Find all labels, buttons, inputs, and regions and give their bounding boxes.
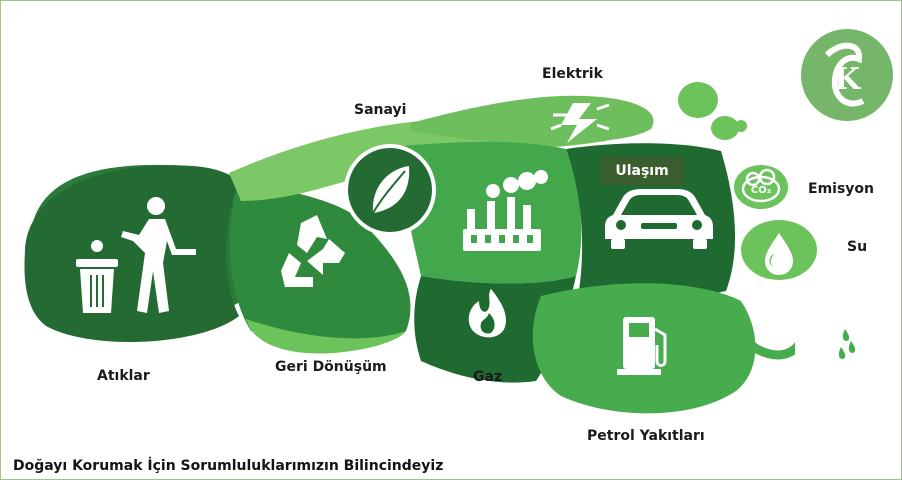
toe-blob-2 (711, 116, 739, 140)
leaf-vein (372, 170, 406, 214)
label-elektrik: Elektrik (542, 66, 603, 82)
person-throwing-icon (121, 197, 196, 313)
co2-text: CO₂ (751, 185, 771, 196)
label-emisyon: Emisyon (808, 181, 874, 197)
logo-circle (801, 29, 893, 121)
logo-swirl (824, 42, 865, 107)
label-petrol: Petrol Yakıtları (587, 428, 705, 444)
label-sanayi: Sanayi (354, 102, 407, 118)
recycle-icon (281, 215, 345, 287)
label-gaz: Gaz (473, 369, 503, 385)
trash-can-lines (90, 275, 104, 307)
water-drop-icon (765, 233, 793, 275)
fuel-drops (838, 329, 856, 359)
car-icon (605, 189, 713, 249)
logo-letter: K (834, 62, 861, 97)
factory-windows (471, 235, 533, 243)
flame-icon (468, 289, 507, 338)
elektrik-band (411, 95, 654, 146)
toe-blob-3 (735, 120, 747, 132)
toe-blob-1 (678, 82, 718, 118)
fuel-pump-window (629, 323, 649, 337)
electric-plug-icon (550, 103, 610, 143)
co2-cloud-icon: CO₂ (741, 168, 781, 203)
label-geri-donusum: Geri Dönüşüm (275, 359, 387, 375)
footer-slogan: Doğayı Korumak İçin Sorumluluklarımızın … (13, 458, 444, 474)
atiklar-region (24, 165, 239, 343)
fuel-nozzle-icon (795, 323, 837, 363)
label-ulasim: Ulaşım (600, 157, 684, 185)
label-atiklar: Atıklar (97, 368, 150, 384)
label-su: Su (847, 239, 868, 255)
geri-donusum-light-strip (246, 319, 406, 354)
